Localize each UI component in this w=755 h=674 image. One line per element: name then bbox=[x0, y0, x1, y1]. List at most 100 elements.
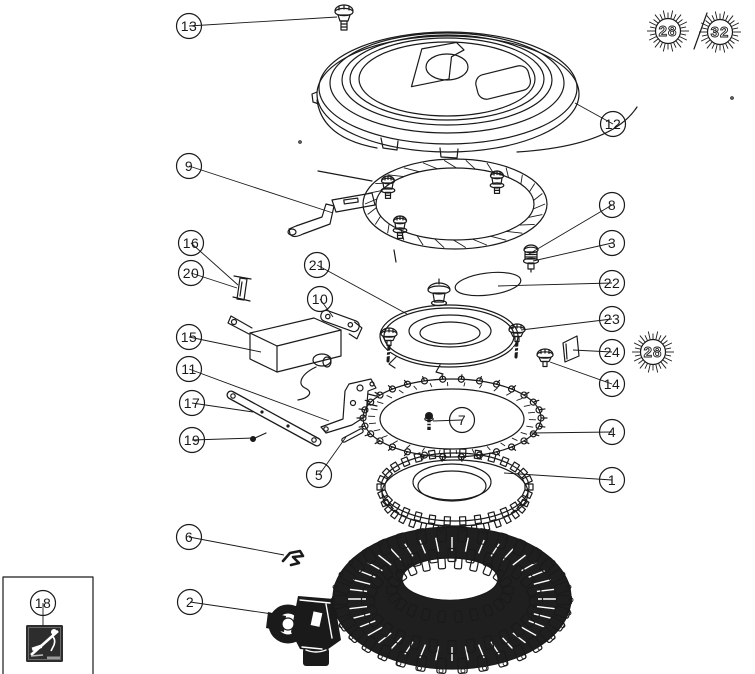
pin-part-5 bbox=[341, 428, 364, 443]
balloon-circle bbox=[598, 191, 626, 219]
balloon-circle bbox=[598, 229, 626, 257]
clip-part-16-20 bbox=[232, 275, 252, 302]
leader-line-1 bbox=[503, 472, 613, 481]
callout-balloon-17: 17 bbox=[178, 389, 206, 417]
screw-part-13 bbox=[334, 4, 354, 31]
leader-line-16 bbox=[190, 242, 239, 286]
leader-line-9 bbox=[188, 165, 334, 214]
balloon-circle bbox=[175, 523, 203, 551]
flywheel-teeth bbox=[330, 526, 574, 674]
callout-balloon-14: 14 bbox=[598, 370, 626, 398]
callout-balloon-7: 7 bbox=[448, 406, 476, 434]
leader-line-10 bbox=[319, 298, 334, 318]
badge-number: 28 bbox=[644, 344, 663, 361]
badge-separator-slash bbox=[693, 12, 708, 50]
balloon-number: 13 bbox=[181, 18, 198, 34]
ring-gear-part-9 bbox=[287, 158, 548, 263]
starter-assembly-part-2 bbox=[266, 596, 341, 666]
balloon-circle bbox=[178, 426, 206, 454]
leader-line-7 bbox=[432, 419, 463, 422]
balloon-number: 12 bbox=[605, 116, 622, 132]
balloon-number: 6 bbox=[185, 529, 193, 545]
tooth-count-badge-0-28: 28 bbox=[647, 10, 689, 52]
balloon-number: 7 bbox=[458, 412, 466, 428]
callout-balloon-9: 9 bbox=[175, 152, 203, 180]
leader-line-2 bbox=[189, 601, 280, 616]
balloon-number: 23 bbox=[604, 311, 621, 327]
plate-part-24 bbox=[562, 335, 580, 363]
callout-balloon-18: 18 bbox=[29, 589, 57, 617]
balloon-circle bbox=[175, 152, 203, 180]
leader-line-19 bbox=[191, 437, 255, 441]
leader-line-4 bbox=[530, 431, 613, 434]
ignition-module-part-15 bbox=[227, 315, 342, 401]
balloon-circle bbox=[598, 418, 626, 446]
balloon-circle bbox=[175, 355, 203, 383]
balloon-circle bbox=[306, 285, 334, 313]
callout-balloon-3: 3 bbox=[598, 229, 626, 257]
callout-balloon-6: 6 bbox=[175, 523, 203, 551]
leader-line-12 bbox=[574, 102, 614, 125]
balloon-number: 8 bbox=[608, 197, 616, 213]
balloon-number: 17 bbox=[184, 395, 201, 411]
leader-line-13 bbox=[188, 16, 338, 27]
callout-balloon-22: 22 bbox=[598, 269, 626, 297]
callout-balloon-8: 8 bbox=[598, 191, 626, 219]
badge-number: 32 bbox=[711, 24, 730, 41]
balloon-number: 21 bbox=[309, 257, 326, 273]
callout-balloon-21: 21 bbox=[303, 251, 331, 279]
bolt-part-8-3 bbox=[522, 244, 540, 273]
callout-balloon-15: 15 bbox=[175, 323, 203, 351]
leader-line-5 bbox=[318, 436, 347, 476]
callout-balloon-19: 19 bbox=[178, 426, 206, 454]
leader-line-6 bbox=[188, 536, 285, 556]
clip-part-6 bbox=[281, 549, 305, 567]
balloon-circle bbox=[178, 389, 206, 417]
balloon-number: 4 bbox=[608, 424, 616, 440]
balloon-number: 5 bbox=[315, 467, 323, 483]
callout-balloon-13: 13 bbox=[175, 12, 203, 40]
callout-balloon-12: 12 bbox=[599, 110, 627, 138]
toothed-ring-part-4 bbox=[356, 374, 548, 462]
balloon-number: 2 bbox=[186, 594, 194, 610]
tooth-badge-layer: 28 32 28 bbox=[632, 10, 741, 373]
screw-part-19 bbox=[250, 432, 267, 442]
balloon-number: 22 bbox=[604, 275, 621, 291]
warning-label-part-18 bbox=[26, 625, 63, 662]
balloon-circle bbox=[177, 259, 205, 287]
balloon-number: 14 bbox=[604, 376, 621, 392]
leader-line-8 bbox=[528, 204, 613, 255]
balloon-circle bbox=[598, 370, 626, 398]
ring1-teeth bbox=[376, 448, 534, 535]
cover-part-12 bbox=[298, 31, 734, 159]
callout-balloon-20: 20 bbox=[177, 259, 205, 287]
callout-balloon-5: 5 bbox=[305, 461, 333, 489]
balloon-circle bbox=[305, 461, 333, 489]
balloon-number: 9 bbox=[185, 158, 193, 174]
callout-balloon-23: 23 bbox=[598, 305, 626, 333]
balloon-circle bbox=[175, 323, 203, 351]
balloon-circle bbox=[448, 406, 476, 434]
balloon-number: 3 bbox=[608, 235, 616, 251]
balloon-number: 10 bbox=[312, 291, 329, 307]
balloon-number: 11 bbox=[181, 361, 197, 377]
leader-line-20 bbox=[190, 272, 238, 289]
pulley-part-1 bbox=[376, 448, 534, 535]
callout-balloon-10: 10 bbox=[306, 285, 334, 313]
balloon-circle bbox=[598, 338, 626, 366]
balloon-circle bbox=[598, 269, 626, 297]
ring9-hatch-marks bbox=[364, 159, 546, 249]
leader-line-23 bbox=[520, 318, 613, 331]
balloon-circle bbox=[598, 305, 626, 333]
balloon-number: 18 bbox=[35, 595, 52, 611]
balloon-circle bbox=[303, 251, 331, 279]
cap-part-21 bbox=[427, 278, 451, 307]
bolt-part-14 bbox=[536, 348, 554, 368]
badge-number: 28 bbox=[659, 23, 678, 40]
callout-balloon-2: 2 bbox=[176, 588, 204, 616]
leader-line-17 bbox=[191, 402, 254, 413]
balloon-circle bbox=[175, 12, 203, 40]
